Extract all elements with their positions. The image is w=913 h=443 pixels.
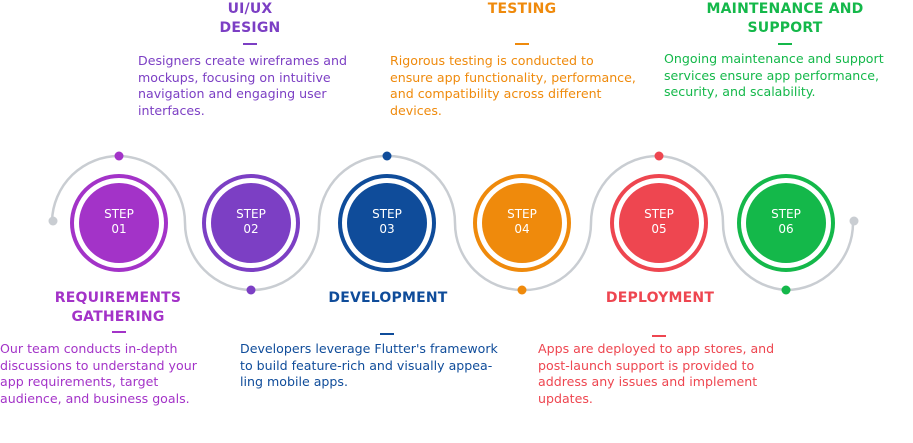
step-title-line: UI/UX (227, 1, 273, 17)
step-circle-05 (610, 174, 708, 272)
connector-line (50, 154, 855, 292)
step-description-line: Rigorous testing is conducted to (390, 53, 594, 68)
step-description-line: discussions to understand your (0, 357, 197, 373)
step-number: 05 (651, 222, 667, 236)
title-underline-02 (243, 43, 257, 45)
step-description-line: updates. (538, 390, 593, 406)
step-description-line: post-launch support is provided to (538, 357, 755, 373)
step-word: STEP (104, 207, 134, 221)
step-title-line: REQUIREMENTS (54, 290, 182, 306)
start-dot (48, 216, 58, 226)
step-marker-06 (781, 285, 791, 295)
step-title-line: DEPLOYMENT (605, 290, 715, 306)
step-disc-03 (347, 183, 427, 263)
step-description-line: app requirements, target (0, 374, 159, 389)
step-circle-06 (737, 174, 835, 272)
step-number: 03 (379, 222, 395, 236)
title-underline-01 (112, 331, 126, 333)
step-disc-06 (746, 183, 826, 263)
step-number: 01 (111, 222, 127, 236)
step-title-03: DEVELOPMENT (288, 289, 488, 308)
step-circles (70, 174, 835, 272)
title-underline-04 (515, 43, 529, 45)
step-disc-04 (482, 183, 562, 263)
step-marker-01 (114, 151, 124, 161)
step-title-01: REQUIREMENTS GATHERING (18, 289, 218, 327)
step-title-04: TESTING (422, 0, 622, 19)
title-underline-06 (778, 43, 792, 45)
step-description-line: to build feature-rich and visually appea… (240, 357, 493, 373)
step-description-line: interfaces. (138, 102, 205, 118)
step-description-line: address any issues and implement (538, 374, 758, 389)
step-circle-02 (202, 174, 300, 272)
connector-path (50, 154, 855, 292)
step-marker-02 (246, 285, 256, 295)
step-description-line: Apps are deployed to app stores, and (538, 341, 775, 356)
step-circle-01 (70, 174, 168, 272)
step-description-line: devices. (390, 102, 442, 118)
step-description-line: security, and scalability. (664, 84, 816, 99)
step-number: 04 (514, 222, 530, 236)
step-description-line: Developers leverage Flutter's framework (240, 341, 498, 356)
step-circle-04 (473, 174, 571, 272)
step-title-line: DEVELOPMENT (328, 290, 448, 306)
connector-markers (48, 151, 859, 295)
step-description-line: and compatibility across different (390, 86, 602, 101)
step-description-line: Ongoing maintenance and support (664, 51, 884, 66)
step-description-line: services ensure app performance, (664, 67, 879, 83)
step-number: 02 (243, 222, 259, 236)
step-description-line: mockups, focusing on intuitive (138, 69, 331, 85)
step-title-02: UI/UX DESIGN (150, 0, 350, 38)
step-marker-04 (517, 285, 527, 295)
title-underline-03 (380, 333, 394, 335)
step-description-line: audience, and business goals. (0, 390, 190, 406)
end-dot (849, 216, 859, 226)
step-description-line: Designers create wireframes and (138, 53, 348, 68)
step-description-line: ensure app functionality, performance, (390, 69, 636, 85)
step-description-line: navigation and engaging user (138, 86, 327, 101)
step-description-line: ling mobile apps. (240, 374, 348, 389)
step-title-05: DEPLOYMENT (560, 289, 760, 308)
step-word: STEP (771, 207, 801, 221)
step-title-06: MAINTENANCE AND SUPPORT (685, 0, 885, 38)
step-title-line: MAINTENANCE AND (706, 1, 864, 17)
step-title-line: TESTING (487, 1, 557, 17)
step-disc-01 (79, 183, 159, 263)
step-title-line: GATHERING (71, 309, 165, 325)
step-disc-02 (211, 183, 291, 263)
title-underline-05 (652, 335, 666, 337)
step-circle-03 (338, 174, 436, 272)
step-marker-05 (654, 151, 664, 161)
step-number: 06 (778, 222, 794, 236)
step-word: STEP (372, 207, 402, 221)
step-word: STEP (507, 207, 537, 221)
step-word: STEP (236, 207, 266, 221)
step-description-line: Our team conducts in-depth (0, 341, 178, 356)
step-disc-05 (619, 183, 699, 263)
step-title-line: SUPPORT (747, 20, 823, 36)
step-marker-03 (382, 151, 392, 161)
step-title-line: DESIGN (219, 20, 281, 36)
step-word: STEP (644, 207, 674, 221)
